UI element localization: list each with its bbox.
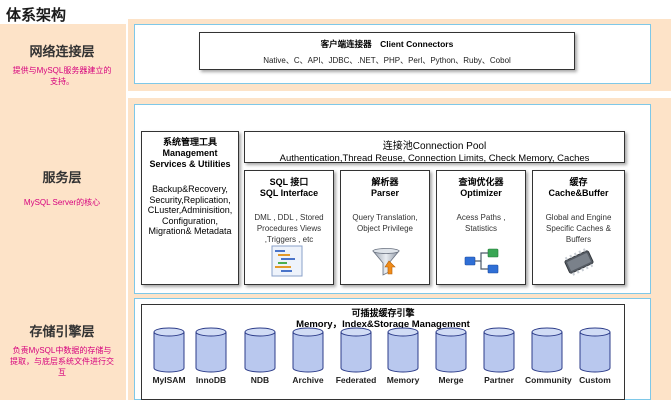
optimizer-desc: Acess Paths , Statistics	[456, 213, 506, 233]
page-title: 体系架构	[6, 7, 67, 24]
management-title-en: Management Services & Utilities	[149, 148, 231, 169]
database-cylinder-icon	[340, 327, 372, 373]
engine-label: Merge	[438, 375, 464, 385]
cache-buffer-box: 缓存 Cache&Buffer Global and Engine Specif…	[532, 170, 625, 285]
database-cylinder-icon	[387, 327, 419, 373]
sql-interface-icon	[271, 245, 303, 277]
engine-myisam: MyISAM	[147, 327, 191, 385]
database-cylinder-icon	[531, 327, 563, 373]
optimizer-title-cn: 查询优化器	[458, 177, 504, 187]
database-cylinder-icon	[435, 327, 467, 373]
engine-label: Archive	[292, 375, 324, 385]
engine-label: Community	[525, 375, 572, 385]
connection-pool-desc: Authentication,Thread Reuse, Connection …	[279, 153, 590, 164]
database-cylinder-icon	[292, 327, 324, 373]
database-cylinder-icon	[153, 327, 185, 373]
management-box: 系统管理工具 Management Services & Utilities B…	[141, 131, 239, 285]
engine-label: Federated	[335, 375, 377, 385]
engine-label: MyISAM	[152, 375, 186, 385]
management-desc: Backup&Recovery, Security,Replication, C…	[147, 184, 233, 236]
storage-title-en: Memory，Index&Storage Management	[296, 319, 470, 330]
parser-box: 解析器 Parser Query Translation, Object Pri…	[340, 170, 430, 285]
storage-layer-name: 存储引擎层	[29, 324, 95, 339]
database-cylinder-icon	[579, 327, 611, 373]
engine-partner: Partner	[477, 327, 521, 385]
memory-chip-icon	[564, 248, 594, 276]
engine-archive: Archive	[286, 327, 330, 385]
connection-pool-title: 连接池Connection Pool	[382, 141, 487, 152]
parser-title-cn: 解析器	[371, 177, 399, 187]
engine-community: Community	[525, 327, 572, 385]
sql-interface-box: SQL 接口 SQL Interface DML , DDL , Stored …	[244, 170, 334, 285]
client-connectors-items: Native、C、API、JDBC、.NET、PHP、Perl、Python、R…	[263, 56, 511, 65]
parser-title-en: Parser	[370, 188, 400, 198]
sql-interface-title-en: SQL Interface	[259, 188, 319, 198]
layer-label-column	[0, 24, 126, 400]
storage-title-cn: 可插拔缓存引擎	[351, 308, 415, 318]
database-cylinder-icon	[244, 327, 276, 373]
engine-label: NDB	[250, 375, 270, 385]
network-layer-name: 网络连接层	[29, 44, 95, 59]
database-cylinder-icon	[483, 327, 515, 373]
engine-federated: Federated	[334, 327, 378, 385]
sql-interface-title-cn: SQL 接口	[269, 177, 309, 187]
client-connectors-box: 客户端连接器 Client Connectors Native、C、API、JD…	[199, 32, 575, 70]
engine-label: Memory	[386, 375, 420, 385]
optimizer-flow-icon	[464, 248, 499, 274]
engine-label: Partner	[484, 375, 514, 385]
engine-ndb: NDB	[238, 327, 282, 385]
service-layer-desc: MySQL Server的核心	[23, 198, 101, 207]
database-cylinder-icon	[195, 327, 227, 373]
parser-desc: Query Translation, Object Privilege	[352, 213, 418, 233]
optimizer-title-en: Optimizer	[460, 188, 502, 198]
connection-pool-box: 连接池Connection Pool Authentication,Thread…	[244, 131, 625, 164]
engine-label: InnoDB	[195, 375, 227, 385]
engine-innodb: InnoDB	[189, 327, 233, 385]
sql-interface-desc: DML , DDL , Stored Procedures Views ,Tri…	[254, 213, 324, 244]
engine-memory: Memory	[381, 327, 425, 385]
client-connectors-title: 客户端连接器 Client Connectors	[320, 39, 454, 49]
storage-layer-desc: 负责MySQL中数据的存储与提取，与底层系统文件进行交互	[10, 346, 114, 377]
cache-title-cn: 缓存	[569, 177, 588, 187]
engine-label: Custom	[579, 375, 611, 385]
optimizer-box: 查询优化器 Optimizer Acess Paths , Statistics	[436, 170, 526, 285]
funnel-icon	[372, 248, 400, 276]
network-layer-desc: 提供与MySQL服务器建立的支持。	[12, 66, 112, 86]
engine-custom: Custom	[573, 327, 617, 385]
service-layer-name: 服务层	[42, 170, 82, 185]
cache-title-en: Cache&Buffer	[548, 188, 609, 198]
engine-merge: Merge	[429, 327, 473, 385]
cache-desc: Global and Engine Specific Caches & Buff…	[545, 213, 612, 244]
management-title-cn: 系统管理工具	[162, 137, 217, 147]
